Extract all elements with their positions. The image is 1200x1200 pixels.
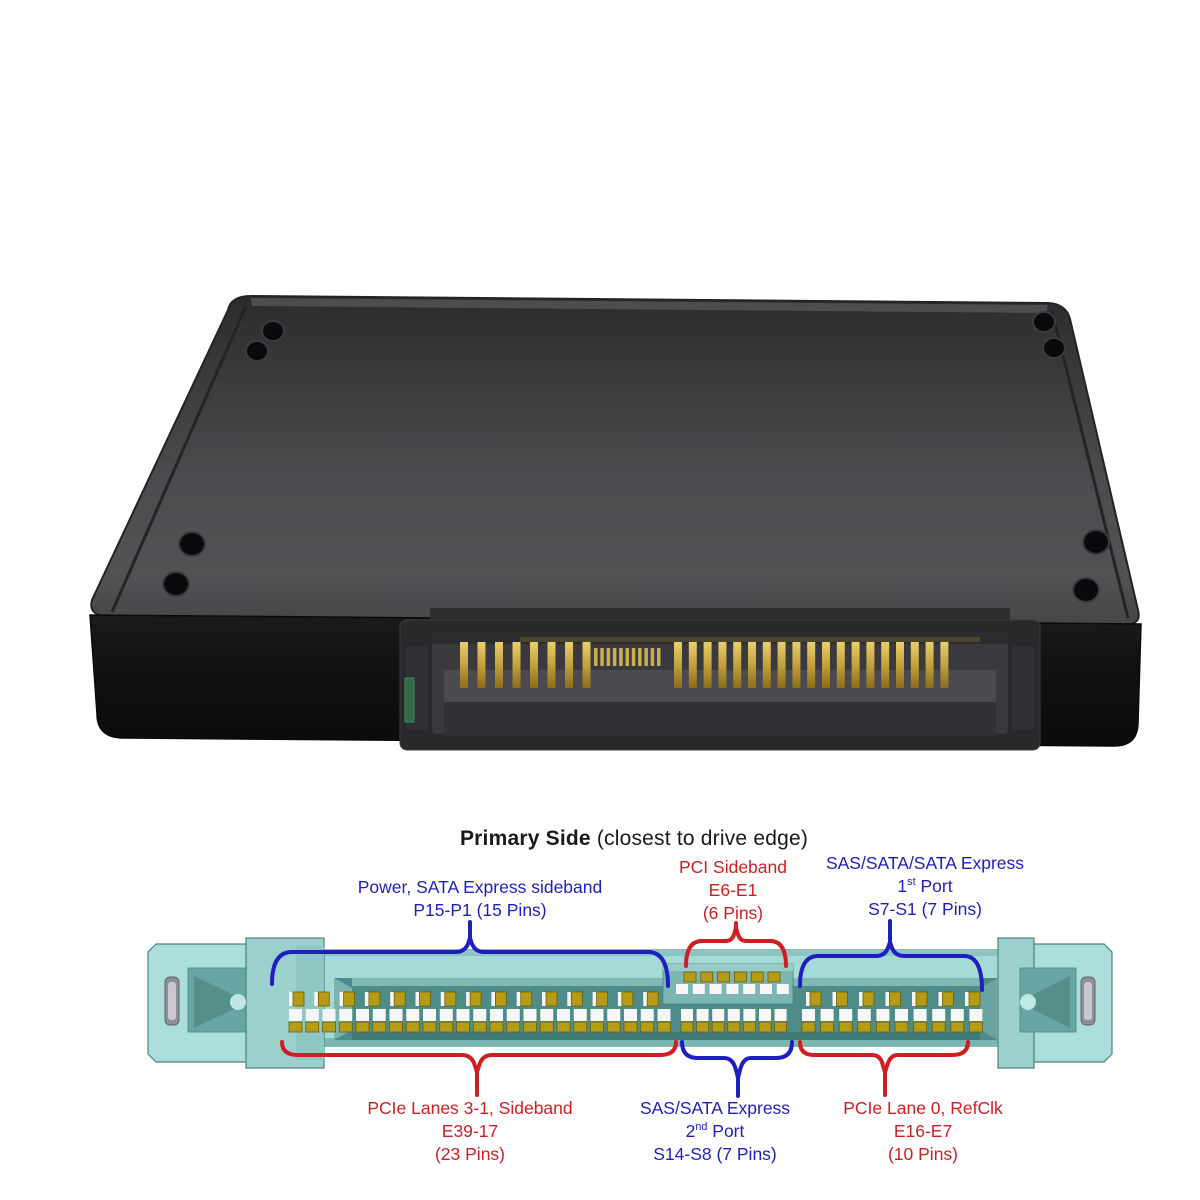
bar-top-strip bbox=[324, 950, 1000, 956]
pin-group-S14-S8 bbox=[680, 1009, 787, 1033]
mount-slot-left bbox=[164, 976, 180, 1026]
screw-hole bbox=[1072, 577, 1100, 603]
ssd-photo bbox=[89, 294, 1142, 751]
label-power: Power, SATA Express sideband P15-P1 (15 … bbox=[358, 876, 602, 922]
label-line: (6 Pins) bbox=[702, 903, 764, 923]
pcb-edge bbox=[404, 677, 415, 723]
connector-finepitch-strip bbox=[520, 637, 980, 642]
label-line: E39-17 bbox=[441, 1121, 499, 1141]
label-line: 2nd Port bbox=[685, 1121, 745, 1141]
label-pcie-lane0: PCIe Lane 0, RefClk E16-E7 (10 Pins) bbox=[843, 1097, 1003, 1166]
bar-bottom-strip bbox=[324, 1038, 1000, 1046]
screw-hole bbox=[1042, 337, 1066, 359]
brace-sas-port2 bbox=[680, 1040, 794, 1080]
label-line: P15-P1 (15 Pins) bbox=[413, 900, 547, 920]
label-line: S14-S8 (7 Pins) bbox=[653, 1144, 777, 1164]
screw-hole bbox=[245, 340, 269, 362]
label-sas-port1: SAS/SATA/SATA Express 1st Port S7-S1 (7 … bbox=[826, 852, 1024, 921]
pin-group-P15-P1 bbox=[289, 991, 659, 1007]
photo-pins-middle bbox=[594, 648, 661, 666]
screw-hole bbox=[261, 320, 285, 342]
guide-funnel-left bbox=[187, 967, 247, 1033]
label-line: (23 Pins) bbox=[434, 1144, 506, 1164]
label-line: 1st Port bbox=[897, 876, 953, 896]
diagram-title-suffix: (closest to drive edge) bbox=[596, 827, 809, 850]
screw-holes bbox=[162, 311, 1110, 603]
label-line: PCIe Lanes 3-1, Sideband bbox=[367, 1098, 573, 1118]
connector-lower-shelf bbox=[444, 702, 996, 736]
screw-hole bbox=[1032, 311, 1056, 333]
photo-pins-right bbox=[674, 642, 949, 688]
diagram-title-primary: Primary Side bbox=[459, 827, 591, 850]
label-pci-sideband: PCI Sideband E6-E1 (6 Pins) bbox=[679, 856, 787, 925]
screw-hole bbox=[178, 531, 206, 557]
connector-ear-right bbox=[1012, 646, 1034, 730]
label-line: E16-E7 bbox=[893, 1121, 953, 1141]
screw-hole bbox=[1082, 529, 1110, 555]
guide-funnel-right bbox=[1019, 967, 1077, 1033]
pin-group-S7-S1 bbox=[806, 991, 981, 1007]
ssd-right-seam bbox=[1050, 310, 1130, 619]
mount-slot-right bbox=[1080, 976, 1096, 1026]
pin-group-E6-E1 bbox=[676, 971, 789, 994]
ssd-connector-photo bbox=[399, 608, 1041, 751]
label-line: S7-S1 (7 Pins) bbox=[868, 899, 982, 919]
label-line: SAS/SATA Express bbox=[639, 1098, 791, 1118]
connector-diagram bbox=[147, 919, 1113, 1098]
diagram-title: Primary Side (closest to drive edge) bbox=[460, 827, 808, 851]
ssd-left-seam bbox=[110, 305, 248, 613]
label-line: PCIe Lane 0, RefClk bbox=[843, 1098, 1003, 1118]
label-pcie-lanes: PCIe Lanes 3-1, Sideband E39-17 (23 Pins… bbox=[367, 1097, 572, 1166]
photo-pins-left bbox=[460, 642, 591, 688]
ssd-rear-edge bbox=[251, 298, 1048, 313]
label-line: Power, SATA Express sideband bbox=[357, 877, 603, 897]
label-line: E6-E1 bbox=[708, 880, 758, 900]
label-line: SAS/SATA/SATA Express bbox=[825, 853, 1025, 873]
label-sas-port2: SAS/SATA Express 2nd Port S14-S8 (7 Pins… bbox=[640, 1097, 790, 1166]
label-line: PCI Sideband bbox=[679, 857, 787, 877]
pin-group-E16-E7 bbox=[801, 1009, 983, 1033]
pin-group-E39-17 bbox=[288, 1009, 671, 1033]
screw-hole bbox=[162, 571, 190, 597]
label-line: (10 Pins) bbox=[887, 1144, 959, 1164]
